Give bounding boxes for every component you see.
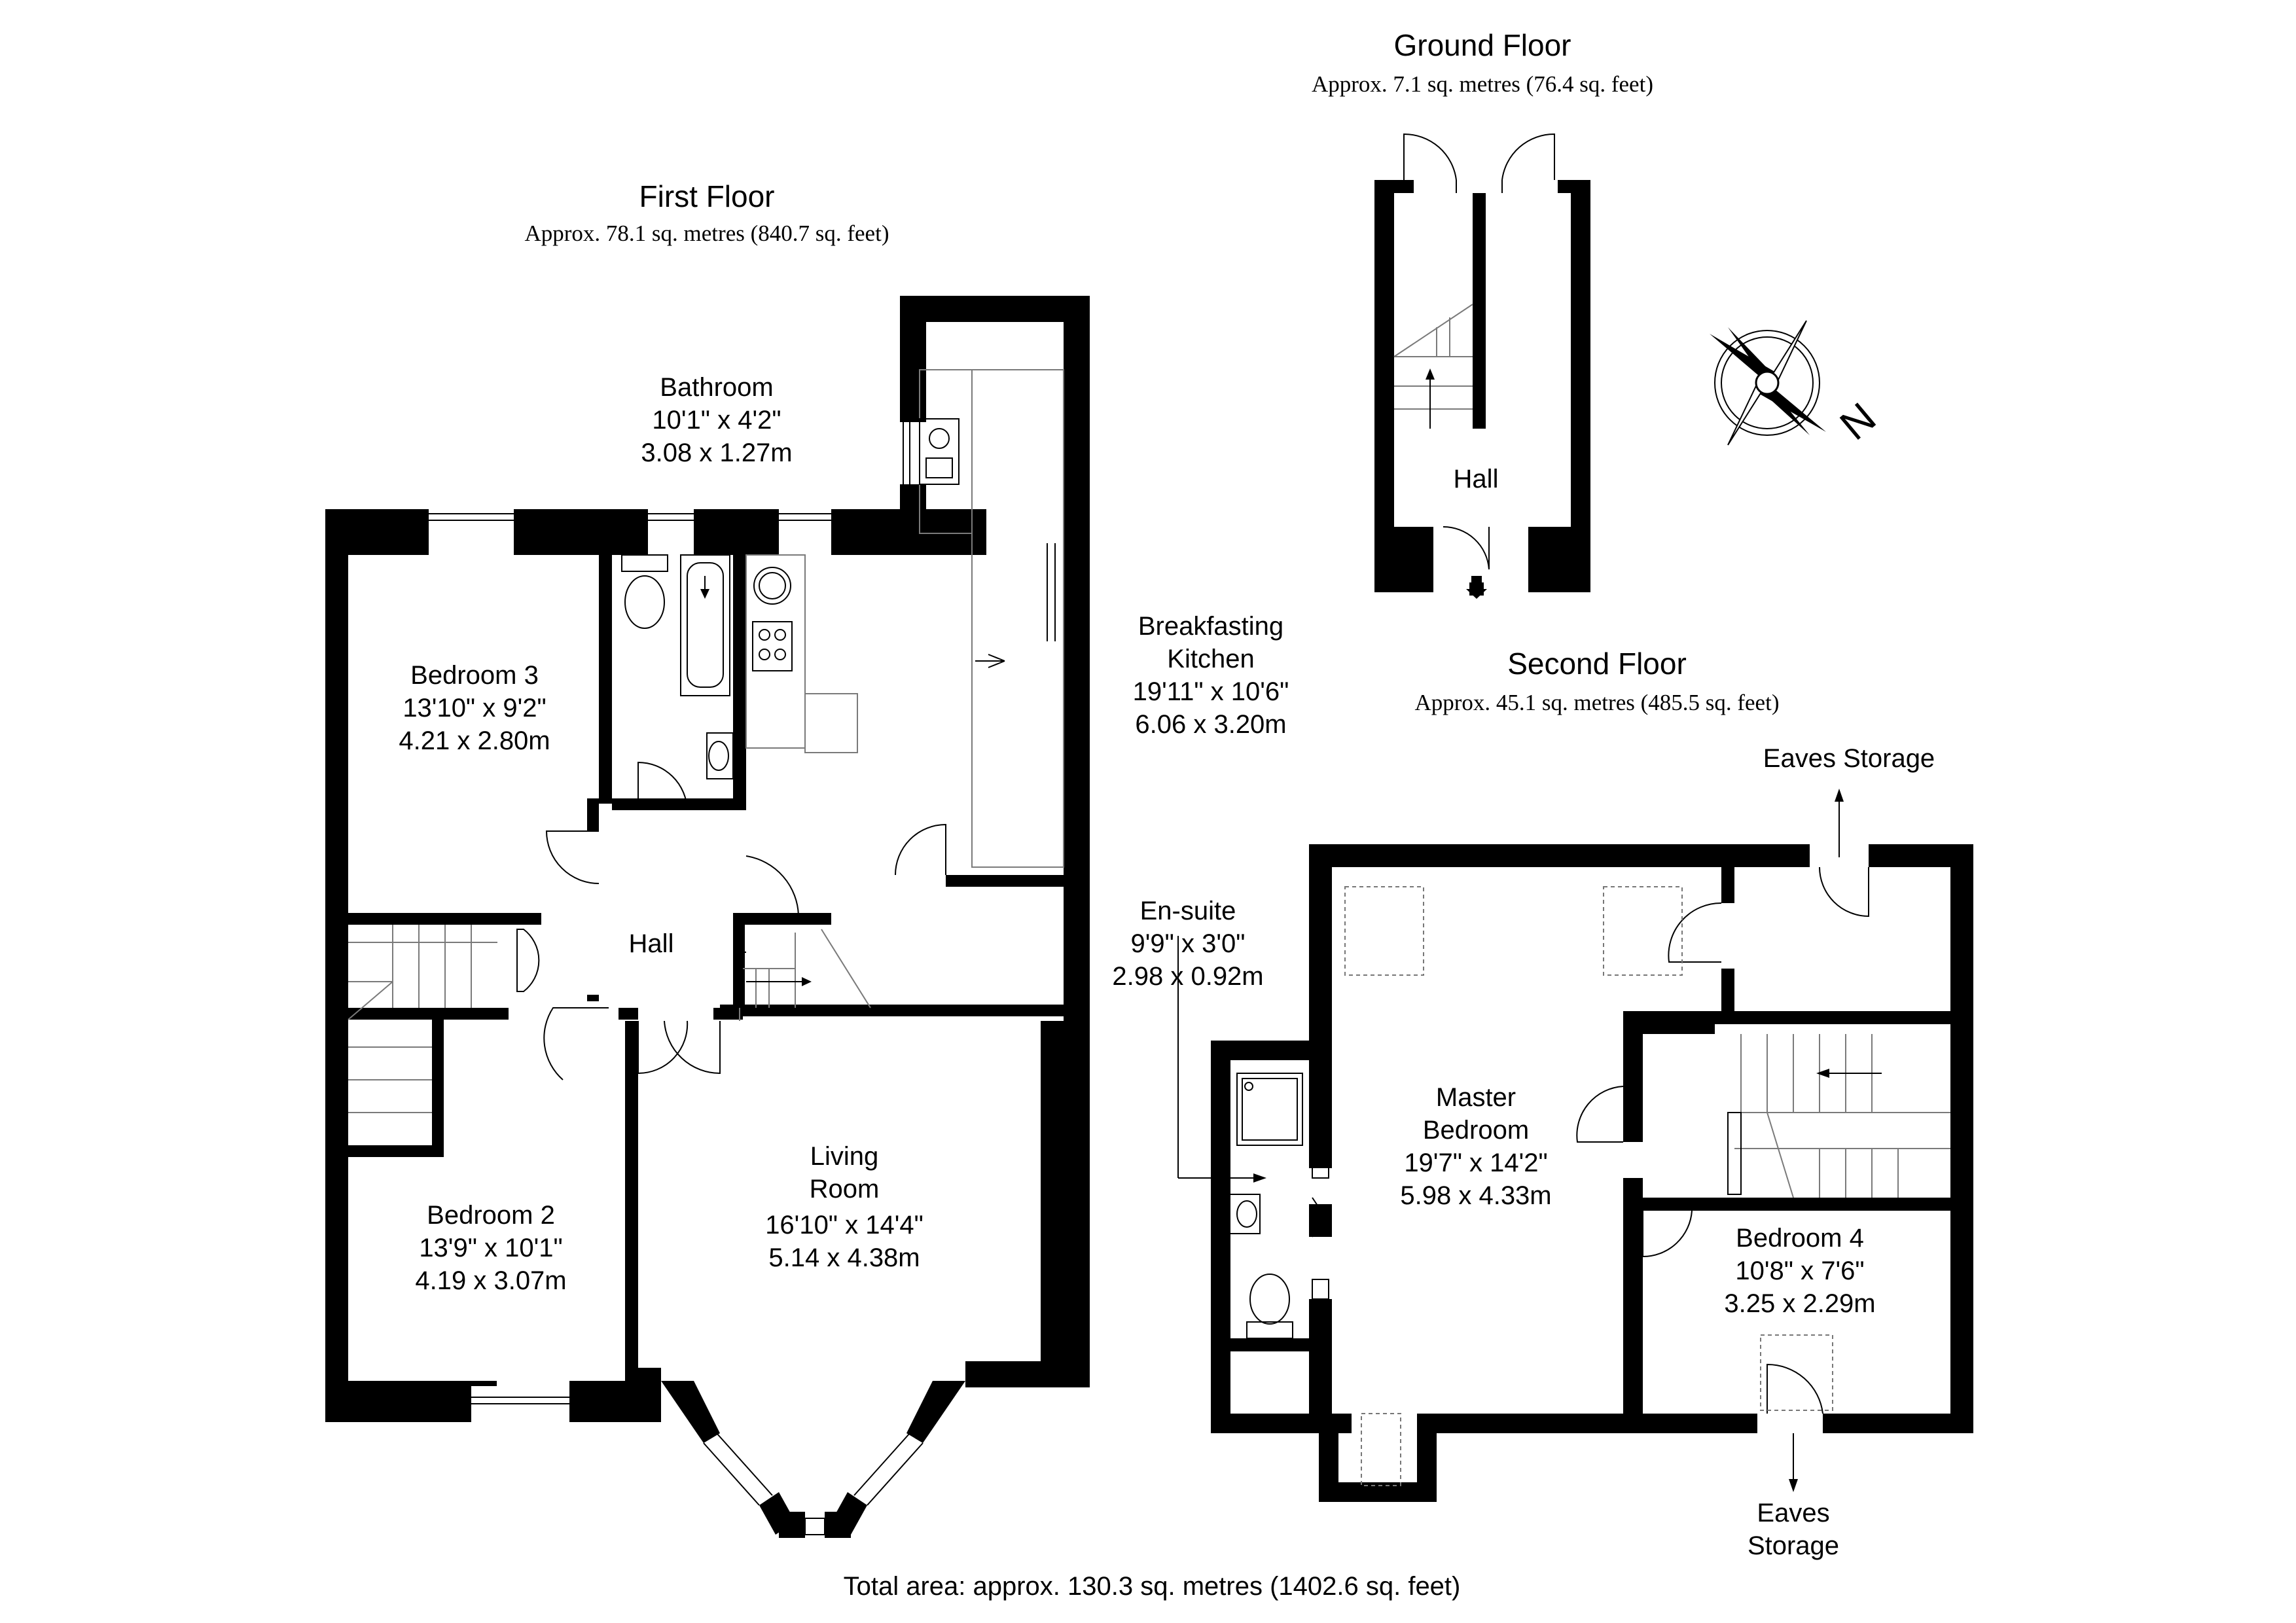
room-name: Hall [629, 929, 674, 958]
room-en-suite: En-suite 9'9" x 3'0" 2.98 x 0.92m [1112, 897, 1263, 991]
room-name: Breakfasting [1138, 612, 1283, 641]
second-floor-plan [1177, 789, 1973, 1502]
second-floor-title: Second Floor [1507, 647, 1687, 681]
room-name: Bedroom 2 [427, 1201, 555, 1230]
ground-floor-area: Approx. 7.1 sq. metres (76.4 sq. feet) [1312, 71, 1653, 97]
room-bedroom-3: Bedroom 3 13'10" x 9'2" 4.21 x 2.80m [399, 661, 550, 755]
room-name: Bedroom 4 [1736, 1224, 1864, 1253]
first-floor-title: First Floor [639, 179, 775, 213]
room-size-metric: 3.25 x 2.29m [1724, 1289, 1875, 1318]
room-name-line-2: Room [810, 1175, 880, 1204]
room-name: Bedroom 3 [410, 661, 539, 690]
stairs-first-floor [348, 925, 871, 1113]
room-size-imperial: 19'7" x 14'2" [1404, 1149, 1547, 1177]
room-name: Eaves [1757, 1499, 1829, 1527]
room-name: Bathroom [660, 373, 773, 402]
room-hall-first-floor: Hall [629, 929, 674, 958]
room-size-metric: 2.98 x 0.92m [1112, 962, 1263, 991]
room-bedroom-4: Bedroom 4 10'8" x 7'6" 3.25 x 2.29m [1724, 1224, 1875, 1318]
room-eaves-storage-bottom: Eaves Storage [1748, 1499, 1839, 1560]
ground-floor-plan [1374, 133, 1590, 599]
room-size-imperial: 19'11" x 10'6" [1133, 677, 1289, 706]
room-name: Master [1436, 1083, 1516, 1112]
room-name-line-2: Storage [1748, 1531, 1839, 1560]
compass-north-label: N [1831, 393, 1885, 449]
room-size-metric: 5.98 x 4.33m [1400, 1181, 1551, 1210]
room-size-imperial: 10'1" x 4'2" [652, 406, 781, 435]
room-name-line-2: Kitchen [1167, 645, 1254, 673]
room-size-imperial: 13'10" x 9'2" [403, 694, 546, 722]
room-name: En-suite [1140, 897, 1236, 925]
room-bedroom-2: Bedroom 2 13'9" x 10'1" 4.19 x 3.07m [415, 1201, 566, 1295]
ground-floor-title: Ground Floor [1393, 28, 1571, 62]
total-area: Total area: approx. 130.3 sq. metres (14… [844, 1572, 1461, 1601]
room-name-line-2: Bedroom [1423, 1116, 1529, 1145]
room-size-metric: 5.14 x 4.38m [768, 1243, 920, 1272]
room-size-imperial: 13'9" x 10'1" [419, 1234, 562, 1262]
compass-rose-icon [1710, 320, 1826, 446]
room-size-metric: 4.19 x 3.07m [415, 1266, 566, 1295]
room-name: Living [810, 1142, 879, 1171]
room-breakfasting-kitchen: Breakfasting Kitchen 19'11" x 10'6" 6.06… [1133, 612, 1289, 739]
room-size-imperial: 10'8" x 7'6" [1735, 1257, 1864, 1285]
room-size-metric: 4.21 x 2.80m [399, 726, 550, 755]
room-name: Eaves Storage [1763, 744, 1935, 773]
second-floor-area: Approx. 45.1 sq. metres (485.5 sq. feet) [1415, 690, 1780, 715]
room-size-imperial: 16'10" x 14'4" [765, 1211, 924, 1240]
room-bathroom: Bathroom 10'1" x 4'2" 3.08 x 1.27m [641, 373, 792, 467]
room-size-metric: 3.08 x 1.27m [641, 438, 792, 467]
room-eaves-storage-top: Eaves Storage [1763, 744, 1935, 773]
room-master-bedroom: Master Bedroom 19'7" x 14'2" 5.98 x 4.33… [1400, 1083, 1551, 1210]
room-hall-ground-floor: Hall [1454, 465, 1499, 493]
room-size-metric: 6.06 x 3.20m [1135, 710, 1286, 739]
first-floor-plan [325, 296, 1090, 1538]
room-name: Hall [1454, 465, 1499, 493]
first-floor-area: Approx. 78.1 sq. metres (840.7 sq. feet) [525, 221, 889, 246]
room-living-room: Living Room 16'10" x 14'4" 5.14 x 4.38m [765, 1142, 924, 1272]
room-size-imperial: 9'9" x 3'0" [1131, 929, 1246, 958]
